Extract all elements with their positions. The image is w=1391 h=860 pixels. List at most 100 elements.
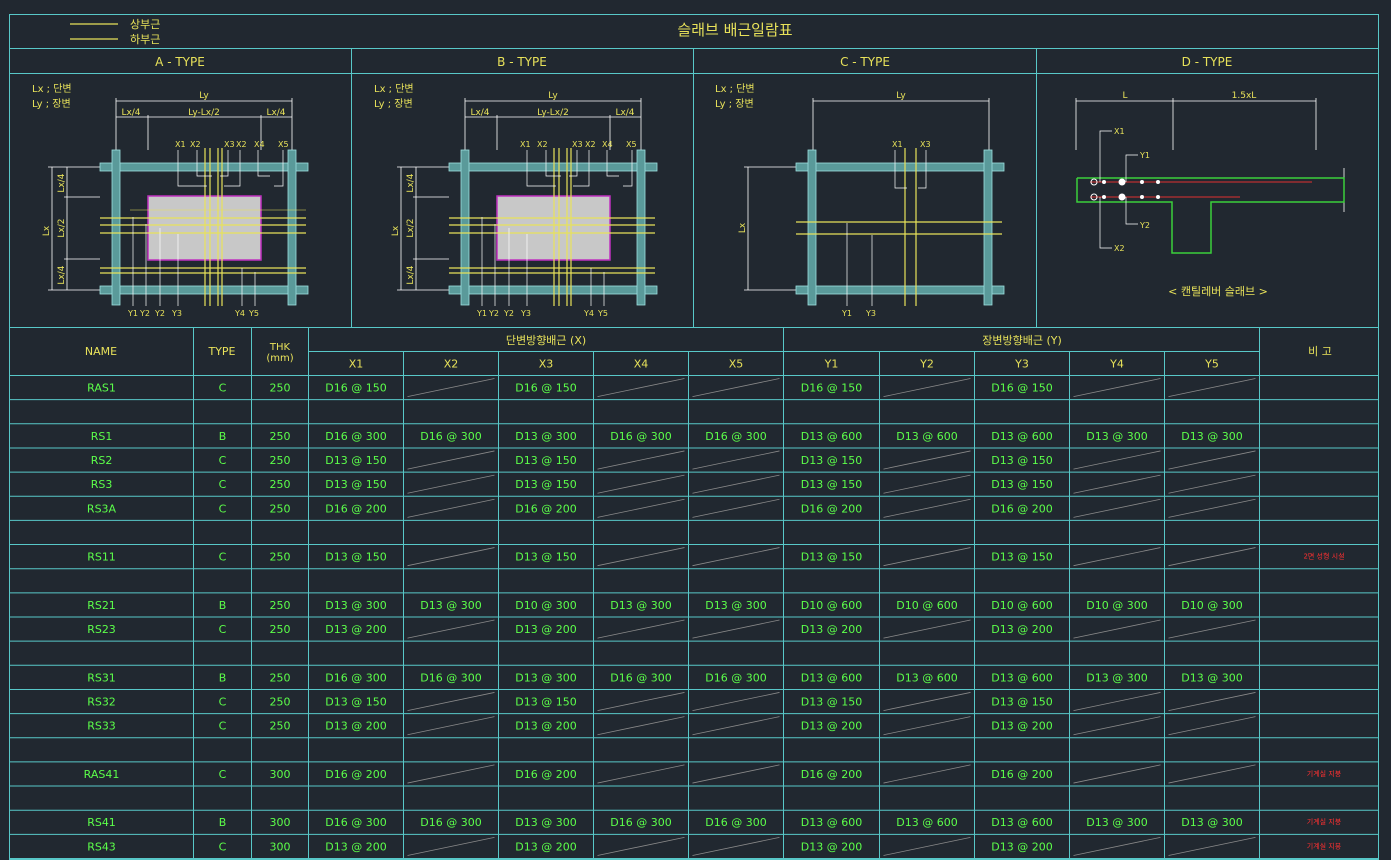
empty-cell-slash — [692, 619, 780, 639]
row-name: RS33 — [87, 720, 116, 733]
rebar-cell: D13 @ 300 — [515, 430, 576, 443]
empty-cell-slash — [597, 450, 685, 470]
empty-cell-slash — [883, 450, 971, 470]
type-a-diagram: Lx ; 단변 Ly ; 장변 Ly Lx/4 Ly-Lx/2 Lx/4 Lx … — [32, 83, 309, 318]
row-thk: 300 — [270, 816, 291, 829]
dim-lx: Lx — [738, 222, 748, 233]
empty-cell-slash — [1168, 692, 1256, 711]
rebar-cell: D16 @ 200 — [991, 502, 1052, 515]
label-y3: Y3 — [865, 309, 876, 318]
rebar-cell: D10 @ 600 — [896, 599, 957, 612]
label-x2b: X2 — [585, 140, 596, 149]
rebar-cell: D13 @ 600 — [801, 671, 862, 684]
rebar-cell: D10 @ 600 — [801, 599, 862, 612]
rebar-cell: D16 @ 300 — [705, 430, 766, 443]
row-thk: 300 — [270, 768, 291, 781]
rebar-cell: D16 @ 300 — [325, 671, 386, 684]
empty-cell-slash — [692, 378, 780, 398]
rebar-cell: D13 @ 150 — [325, 695, 386, 708]
dim-lx2: Lx/2 — [57, 218, 67, 237]
rebar-cell: D13 @ 150 — [515, 695, 576, 708]
rebar-cell: D13 @ 300 — [610, 599, 671, 612]
type-d-caption: < 캔틸레버 슬래브 > — [1168, 285, 1268, 298]
label-y1: Y1 — [841, 309, 852, 318]
rebar-cell: D16 @ 300 — [420, 816, 481, 829]
rebar-cell: D16 @ 300 — [420, 430, 481, 443]
type-d-header: D - TYPE — [1182, 55, 1233, 69]
rebar-cell: D10 @ 300 — [515, 599, 576, 612]
row-type: C — [219, 623, 227, 636]
row-type: C — [219, 502, 227, 515]
type-a-header: A - TYPE — [155, 55, 205, 69]
empty-cell-slash — [883, 378, 971, 398]
dim-lx2: Lx/2 — [406, 218, 416, 237]
row-note: 기계실 지붕 — [1307, 817, 1342, 826]
rebar-cell: D10 @ 300 — [1181, 599, 1242, 612]
label-y5: Y5 — [248, 309, 259, 318]
dim-lx: Lx — [391, 225, 401, 236]
rebar-cell: D13 @ 200 — [515, 623, 576, 636]
label-x2: X2 — [1114, 244, 1125, 253]
empty-cell-slash — [407, 764, 495, 784]
row-name: RS11 — [87, 551, 116, 564]
row-type: C — [219, 695, 227, 708]
rebar-cell: D13 @ 600 — [991, 430, 1052, 443]
label-x3: X3 — [920, 140, 931, 149]
rebar-cell: D13 @ 150 — [801, 695, 862, 708]
empty-cell-slash — [1168, 764, 1256, 784]
row-thk: 250 — [270, 382, 291, 395]
header-col-y1: Y1 — [824, 358, 839, 371]
empty-cell-slash — [597, 378, 685, 398]
rebar-cell: D13 @ 150 — [325, 454, 386, 467]
label-y2b: Y2 — [503, 309, 514, 318]
type-b-header: B - TYPE — [497, 55, 547, 69]
empty-cell-slash — [407, 498, 495, 518]
empty-cell-slash — [407, 692, 495, 711]
header-col-x3: X3 — [539, 358, 554, 371]
rebar-cell: D13 @ 200 — [325, 623, 386, 636]
empty-cell-slash — [407, 716, 495, 736]
rebar-cell: D16 @ 200 — [325, 502, 386, 515]
empty-cell-slash — [692, 474, 780, 494]
rebar-cell: D16 @ 300 — [325, 816, 386, 829]
empty-cell-slash — [883, 619, 971, 639]
empty-cell-slash — [883, 716, 971, 736]
empty-cell-slash — [692, 764, 780, 784]
empty-cell-slash — [1168, 474, 1256, 494]
dim-l: L — [1122, 91, 1127, 101]
rebar-cell: D13 @ 150 — [991, 478, 1052, 491]
rebar-cell: D16 @ 200 — [515, 768, 576, 781]
type-c-diagram: Lx ; 단변 Ly ; 장변 Ly Lx X1 X3 Y1 Y3 — [715, 83, 1005, 318]
rebar-cell: D13 @ 150 — [325, 551, 386, 564]
empty-cell-slash — [1073, 764, 1161, 784]
empty-cell-slash — [692, 450, 780, 470]
rebar-cell: D16 @ 200 — [801, 502, 862, 515]
rebar-cell: D13 @ 300 — [515, 816, 576, 829]
rebar-cell: D13 @ 150 — [991, 454, 1052, 467]
type-b-ly-note: Ly ; 장변 — [374, 98, 413, 110]
rebar-cell: D13 @ 150 — [325, 478, 386, 491]
header-col-x1: X1 — [349, 358, 364, 371]
rebar-cell: D16 @ 150 — [801, 382, 862, 395]
header-col-y5: Y5 — [1204, 358, 1219, 371]
header-col-x4: X4 — [634, 358, 649, 371]
dim-lx4-right: Lx/4 — [266, 108, 285, 118]
label-x3: X3 — [572, 140, 583, 149]
header-type: TYPE — [207, 345, 235, 358]
type-c-header: C - TYPE — [840, 55, 890, 69]
table-header: NAME TYPE THK (mm) 단변방향배근 (X) 장변방향배근 (Y)… — [85, 334, 1332, 371]
rebar-cell: D13 @ 300 — [1086, 816, 1147, 829]
dim-lx4-bottom: Lx/4 — [57, 265, 67, 284]
rebar-cell: D16 @ 150 — [991, 382, 1052, 395]
rebar-cell: D13 @ 300 — [1086, 671, 1147, 684]
row-name: RS1 — [91, 430, 113, 443]
rebar-cell: D16 @ 300 — [420, 671, 481, 684]
row-type: C — [219, 382, 227, 395]
row-type: C — [219, 478, 227, 491]
